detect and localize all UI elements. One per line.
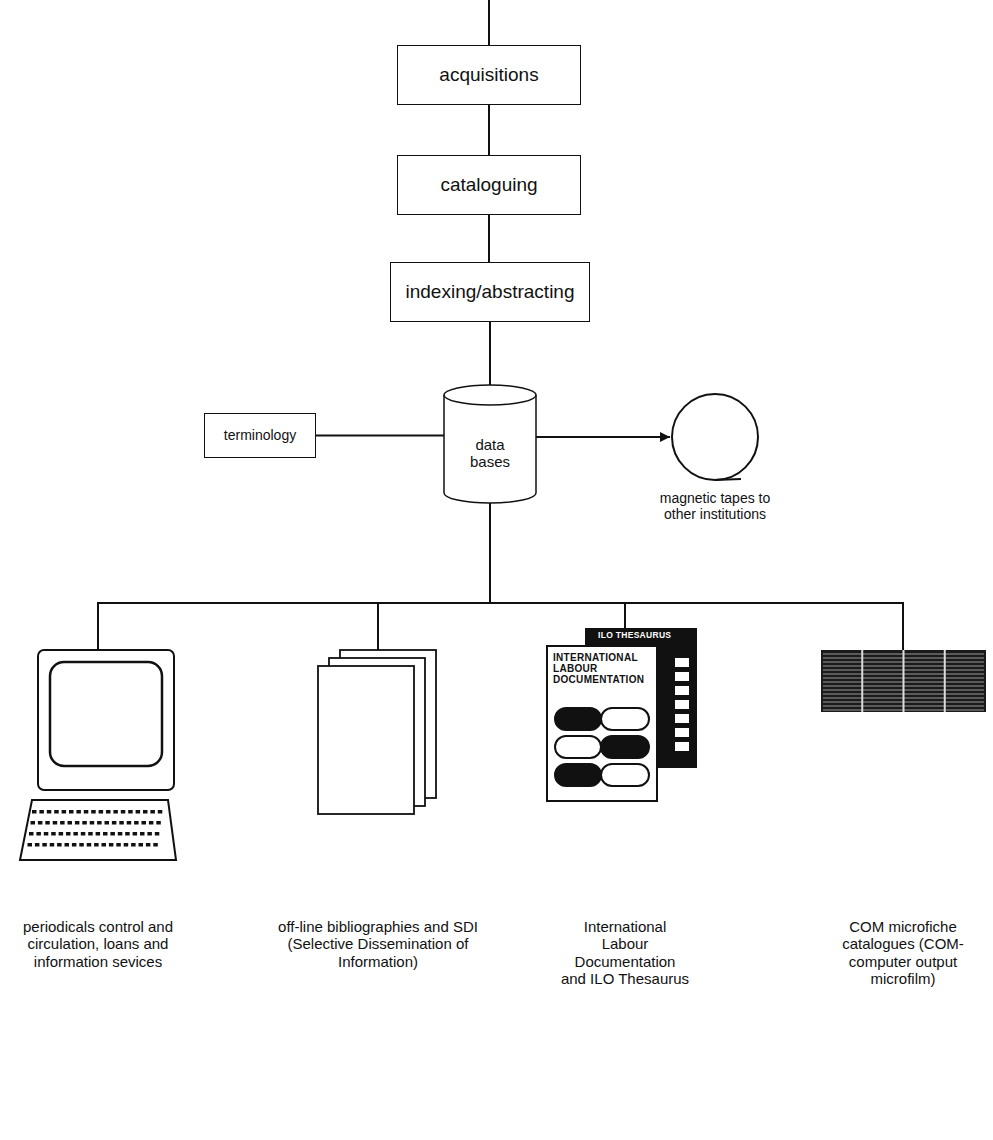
process-box: acquisitions [397,45,581,105]
terminal-icon-drawing [18,650,178,865]
entry-line [488,0,490,45]
cylinder-top [444,385,536,405]
tape-reel-drawing [670,392,760,482]
microfiche-sheet-shape [821,650,986,712]
tape-reel: magnetic tapes to other institutions [645,392,785,522]
node-label: cataloguing [440,174,537,196]
node-label: terminology [224,427,296,443]
process-box: cataloguing [397,155,581,215]
node-label: acquisitions [439,64,538,86]
terminal-icon: periodicals control and circulation, loa… [18,650,178,970]
node-caption: periodicals control and circulation, loa… [21,918,176,970]
connector-line [489,322,491,385]
microfiche-sheet-drawing [821,650,986,712]
cylinder-shape: data bases [444,385,536,503]
cover-title: INTERNATIONAL LABOUR DOCUMENTATION [553,652,653,685]
caption-block: International Labour Documentation and I… [560,918,690,987]
caption-block: off-line bibliographies and SDI (Selecti… [273,918,483,970]
caption-block: magnetic tapes to other institutions [645,490,785,522]
connector-line [536,436,670,438]
cylinder-body [444,395,536,503]
process-box: terminology [204,413,316,458]
node-caption: COM microfiche catalogues (COM-computer … [828,918,978,987]
node-caption: magnetic tapes to other institutions [645,490,785,522]
terminal-icon-shape [18,650,178,865]
document-stack: off-line bibliographies and SDI (Selecti… [273,650,483,970]
connector-line [490,503,903,650]
connector-line [490,503,625,628]
node-caption: off-line bibliographies and SDI (Selecti… [273,918,483,970]
node-caption: International Labour Documentation and I… [560,918,690,987]
document-stack-drawing [318,650,438,816]
caption-block: COM microfiche catalogues (COM-computer … [828,918,978,987]
connector-line [488,105,490,155]
process-box: indexing/abstracting [390,262,590,322]
connector-line [316,435,444,437]
caption-block: periodicals control and circulation, loa… [21,918,176,970]
cover-title: ILO THESAURUS [598,631,671,640]
tape-reel-shape [670,392,760,482]
connector-line [378,503,490,650]
database-cylinder: data bases [444,385,536,503]
connector-line [98,503,490,650]
connector-line [488,215,490,262]
node-label: indexing/abstracting [406,281,575,303]
microfiche-sheet: COM microfiche catalogues (COM-computer … [821,650,986,987]
document-stack-shape [318,650,438,816]
node-label: data bases [460,436,520,471]
